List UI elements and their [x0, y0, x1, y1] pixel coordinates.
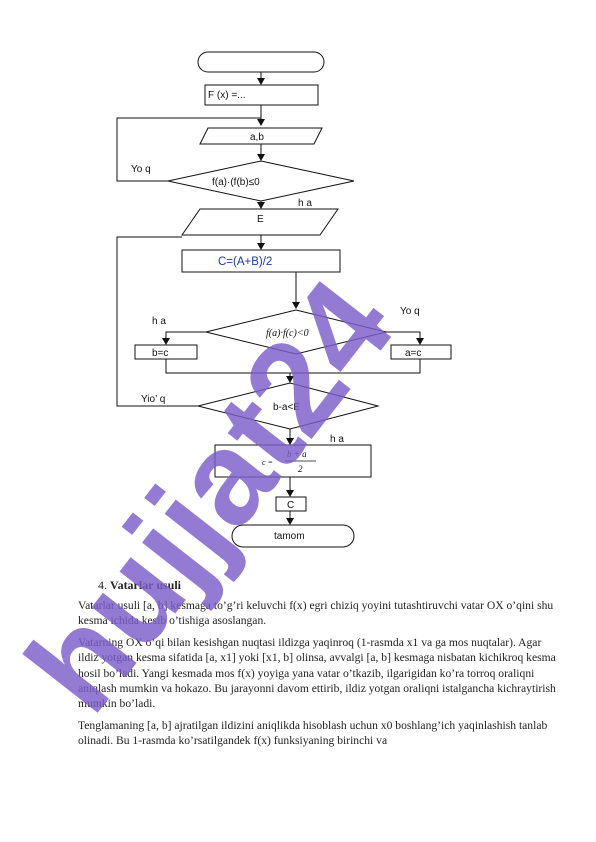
condition1-yes-label: h a	[298, 198, 312, 209]
condition1-diamond	[167, 160, 355, 202]
condition1-label: f(a)·(f(b)≤0	[212, 177, 260, 188]
output-box	[275, 496, 307, 512]
intro-paragraph: Vatarlar usuli [a, b] kesmaga to’g’ri ke…	[78, 599, 554, 628]
condition2-label: f(a)·f(c)<0	[266, 328, 309, 339]
flowchart: F (x) =... a,b f(a)·(f(b)≤0 Yo q h a E C…	[116, 51, 452, 548]
assign-b-label: b=c	[152, 348, 168, 359]
section-heading: 4. Vatarlar usuli	[98, 578, 181, 593]
formula-denominator: 2	[298, 464, 303, 474]
midpoint-box	[181, 249, 341, 273]
input-ab-label: a,b	[250, 132, 264, 143]
end-terminal	[231, 524, 355, 548]
assign-a-box	[390, 344, 452, 360]
start-terminal	[197, 51, 325, 73]
paragraph-1: Vatarning OX o’qi bilan kesishgan nuqtas…	[78, 635, 556, 711]
formula-c-label: c =	[262, 458, 273, 467]
end-label: tamom	[274, 531, 305, 542]
input-e-parallelogram	[181, 208, 339, 236]
condition2-yes-label: h a	[152, 316, 166, 327]
section-title: Vatarlar usuli	[110, 578, 182, 592]
function-box-label: F (x) =...	[208, 90, 246, 101]
assign-a-label: a=c	[405, 348, 421, 359]
condition1-no-label: Yo q	[131, 164, 151, 175]
paragraph-2: Tenglamaning [a, b] ajratilgan ildizini …	[78, 718, 548, 748]
input-ab-parallelogram	[199, 127, 323, 145]
midpoint-label: C=(A+B)/2	[218, 256, 272, 268]
output-label: C	[287, 500, 294, 511]
input-e-label: E	[257, 214, 264, 225]
section-number: 4.	[98, 578, 107, 592]
condition3-no-label: Yio’ q	[141, 394, 165, 405]
condition2-no-label: Yo q	[400, 306, 420, 317]
condition3-diamond	[197, 382, 380, 430]
section-body: Vatarlar usuli [a, b] kesmaga to’g’ri ke…	[78, 598, 560, 755]
condition3-yes-label: h a	[330, 434, 344, 445]
formula-numerator: b + a	[287, 449, 307, 459]
condition3-label: b-a<E	[273, 402, 300, 413]
